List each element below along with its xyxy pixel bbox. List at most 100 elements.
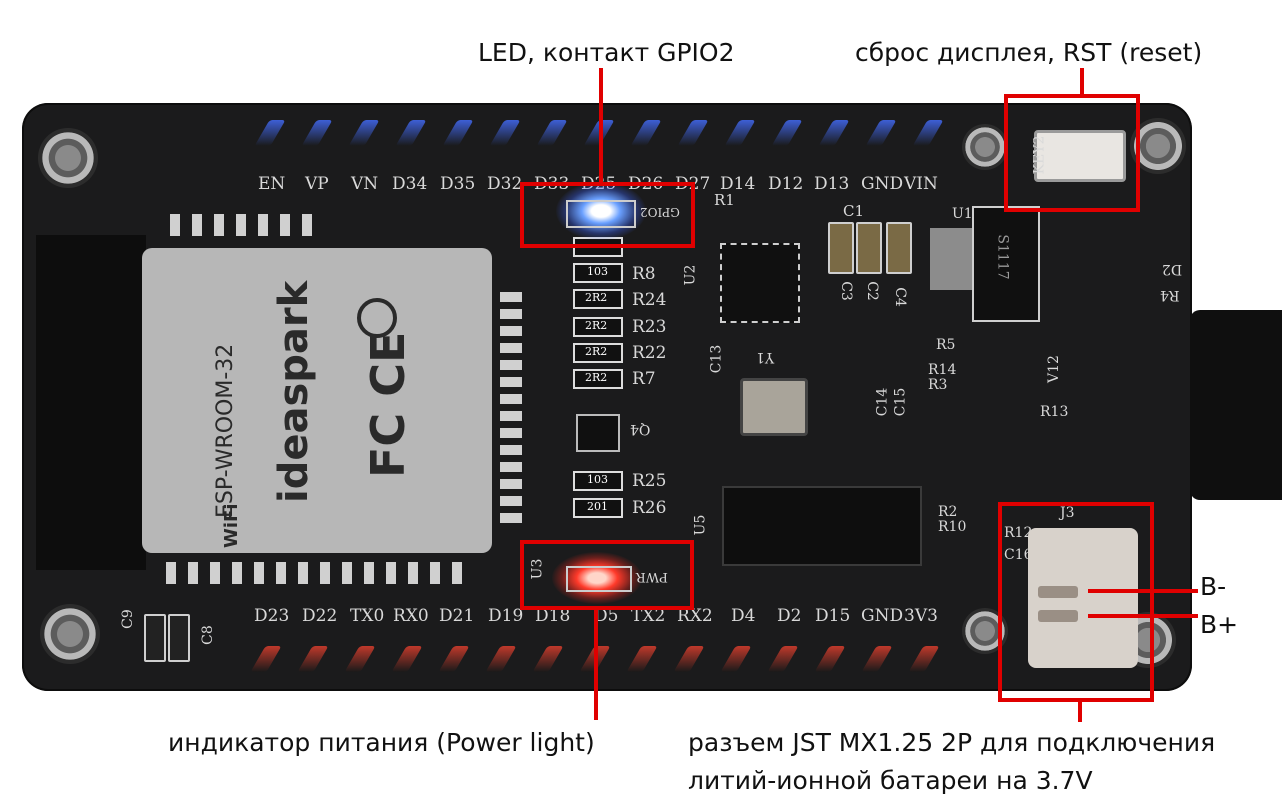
pin-label: D14: [720, 174, 756, 194]
pin-label: D35: [440, 174, 476, 194]
b-minus-label: B-: [1200, 572, 1227, 601]
module-wifi-text: WiFi: [221, 504, 242, 549]
pin-label: D15: [815, 606, 851, 626]
label-r4: R4: [1160, 287, 1180, 303]
pin-label: TX2: [631, 606, 666, 626]
label-r1: R1: [714, 191, 735, 209]
pin-label: VIN: [904, 174, 938, 194]
pin-label: D12: [768, 174, 804, 194]
certification-icon: [357, 298, 397, 338]
label-c9: C9: [119, 609, 136, 629]
b-plus-label: B+: [1200, 610, 1239, 639]
pin-label: VP: [305, 174, 329, 194]
pin-label: D34: [392, 174, 428, 194]
jst-highlight-box: [998, 502, 1154, 702]
led-highlight-box: [520, 182, 695, 248]
label-r24: R24: [632, 290, 667, 310]
label-r12: R12: [1004, 525, 1033, 541]
module-pad: [408, 562, 418, 584]
led-callout-line: [599, 68, 603, 184]
capacitor-c3: [828, 222, 854, 274]
label-c4: C4: [891, 287, 908, 307]
label-r10: R10: [938, 519, 967, 535]
module-pad: [452, 562, 462, 584]
reset-highlight-box: [1004, 94, 1140, 212]
module-pad: [500, 445, 522, 455]
label-j3: J3: [1060, 505, 1075, 521]
pin-label: TX0: [350, 606, 385, 626]
label-r7: R7: [632, 369, 656, 389]
module-pad: [236, 214, 246, 236]
pin-label: RX2: [677, 606, 713, 626]
power-callout-text: индикатор питания (Power light): [168, 728, 595, 757]
resistor-r7: 2R2: [573, 369, 623, 389]
pin-label: 3V3: [904, 606, 938, 626]
label-r3: R3: [928, 377, 948, 393]
label-c1: C1: [843, 202, 865, 220]
gpio2-led: [566, 200, 636, 228]
resistor-r23: 2R2: [573, 317, 623, 337]
capacitor-c2: [856, 222, 882, 274]
module-pad: [232, 562, 242, 584]
label-r26: R26: [632, 498, 667, 518]
mount-hole-top-left: [38, 128, 98, 188]
module-pad: [500, 309, 522, 319]
reset-callout-text: сброс дисплея, RST (reset): [855, 38, 1203, 67]
b-plus-pointer: [1088, 614, 1198, 618]
module-pad: [500, 360, 522, 370]
module-pad: [500, 292, 522, 302]
b-minus-pointer: [1088, 589, 1198, 593]
label-r8: R8: [632, 264, 656, 284]
jst-pin-b-minus: [1038, 586, 1078, 598]
reset-button[interactable]: [1034, 130, 1126, 182]
label-r23: R23: [632, 317, 667, 337]
module-antenna-edge: [36, 235, 146, 570]
resistor-r24: 2R2: [573, 289, 623, 309]
pin-label: D2: [777, 606, 802, 626]
jst-battery-connector[interactable]: [1028, 528, 1138, 668]
label-d2: D2: [1162, 261, 1183, 277]
label-c14: C14: [874, 387, 891, 417]
gpio2-led-glow: [556, 182, 646, 240]
regulator-marking: S1117: [994, 234, 1011, 280]
pin-label: GND: [861, 174, 904, 194]
module-pad: [500, 462, 522, 472]
module-pad: [500, 411, 522, 421]
module-pad: [500, 377, 522, 387]
module-pad: [430, 562, 440, 584]
module-pad: [320, 562, 330, 584]
pin-label: D13: [814, 174, 850, 194]
module-cert-text: FC CE: [361, 332, 415, 478]
module-pad: [188, 562, 198, 584]
module-pad: [500, 343, 522, 353]
label-c3: C3: [837, 281, 854, 301]
module-pad: [386, 562, 396, 584]
crystal: [740, 378, 808, 436]
module-pad: [298, 562, 308, 584]
led-callout-text: LED, контакт GPIO2: [478, 38, 735, 67]
module-pad: [214, 214, 224, 236]
power-highlight-box: [520, 540, 694, 610]
regulator-tab: [930, 228, 972, 290]
pin-label: D21: [439, 606, 475, 626]
power-callout-line: [594, 608, 598, 720]
pin-label: EN: [258, 174, 286, 194]
label-r13: R13: [1040, 404, 1069, 420]
label-y1: Y1: [756, 349, 775, 365]
power-led: [566, 566, 632, 592]
capacitor-c8: [168, 614, 190, 662]
label-c16: C16: [1004, 547, 1033, 563]
module-pad: [500, 479, 522, 489]
module-pad: [500, 496, 522, 506]
label-r14: R14: [928, 362, 957, 378]
transistor-q4: [576, 414, 620, 452]
module-pad: [500, 394, 522, 404]
module-pad: [342, 562, 352, 584]
module-pad: [302, 214, 312, 236]
pin-label: D32: [487, 174, 523, 194]
label-r22: R22: [632, 343, 667, 363]
module-pad: [254, 562, 264, 584]
module-pad: [500, 326, 522, 336]
mount-hole-bottom-left: [40, 604, 100, 664]
module-pad: [166, 562, 176, 584]
